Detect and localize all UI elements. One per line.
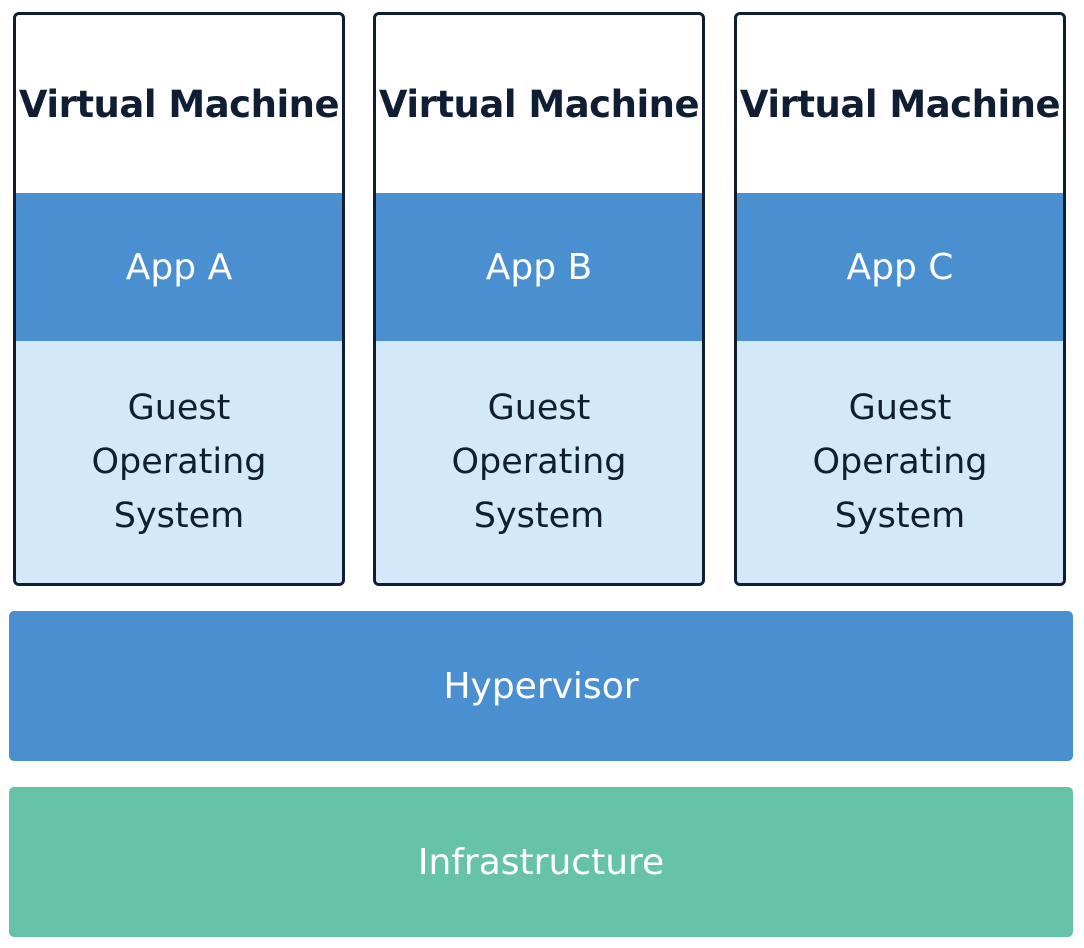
infrastructure-layer: Infrastructure [9,787,1073,937]
vm-title: Virtual Machine [739,82,1061,126]
guest-os-layer: Guest Operating System [737,341,1063,583]
guest-os-label: Guest Operating System [451,388,627,536]
guest-os-layer: Guest Operating System [16,341,342,583]
guest-os-label: Guest Operating System [91,388,267,536]
vm-title: Virtual Machine [18,82,340,126]
virtual-machine-c: Virtual Machine App C Guest Operating Sy… [734,12,1066,586]
vm-title: Virtual Machine [378,82,700,126]
virtual-machine-b: Virtual Machine App B Guest Operating Sy… [373,12,705,586]
virtual-machine-a: Virtual Machine App A Guest Operating Sy… [13,12,345,586]
app-layer-c: App C [737,193,1063,341]
app-layer-b: App B [376,193,702,341]
guest-os-label: Guest Operating System [812,388,988,536]
hypervisor-layer: Hypervisor [9,611,1073,761]
app-layer-a: App A [16,193,342,341]
guest-os-layer: Guest Operating System [376,341,702,583]
